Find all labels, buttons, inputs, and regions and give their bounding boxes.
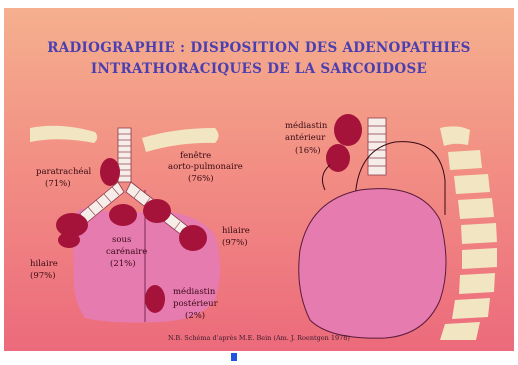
subcarinal-node [109,204,137,226]
mediastin-posterieur-pct: (2%) [185,310,205,321]
posterior-mediastinal-node [145,285,165,313]
aortopulmonary-node [143,199,171,223]
slide-marker [231,353,237,361]
right-hilar-node [179,225,207,251]
fenetre-label-1: fenêtre [180,150,211,161]
mediastin-anterieur-pct: (16%) [295,145,321,156]
hilaire-left-pct: (97%) [30,270,56,281]
paratracheal-node [100,158,120,186]
sous-carenaire-label-1: sous [112,235,131,245]
hilaire-left-label: hilaire [30,259,58,269]
mediastin-posterieur-label-2: postérieur [173,298,219,309]
hilaire-right-pct: (97%) [222,237,248,248]
mediastin-posterieur-label-1: médiastin [173,286,216,297]
heart [299,189,446,339]
paratracheal-label: paratrachéal [36,166,92,177]
mediastin-anterieur-label-2: antérieur [285,132,326,143]
hilaire-right-label: hilaire [222,226,250,236]
sous-carenaire-label-2: carénaire [106,246,147,257]
left-hilar-node-lower [58,232,80,248]
fenetre-label-2: aorto-pulmonaire [168,162,243,172]
footnote: N.B. Schéma d'après M.E. Bein (Am. J. Ro… [168,334,350,342]
trachea-lateral [368,118,386,175]
title-line-1: RADIOGRAPHIE : DISPOSITION DES ADENOPATH… [47,40,470,56]
trachea [118,128,131,182]
title-line-2: INTRATHORACIQUES DE LA SARCOIDOSE [91,61,427,77]
paratracheal-pct: (71%) [45,178,71,189]
fenetre-pct: (76%) [188,173,214,184]
mediastin-anterieur-label-1: médiastin [285,120,328,131]
sous-carenaire-pct: (21%) [110,258,136,269]
